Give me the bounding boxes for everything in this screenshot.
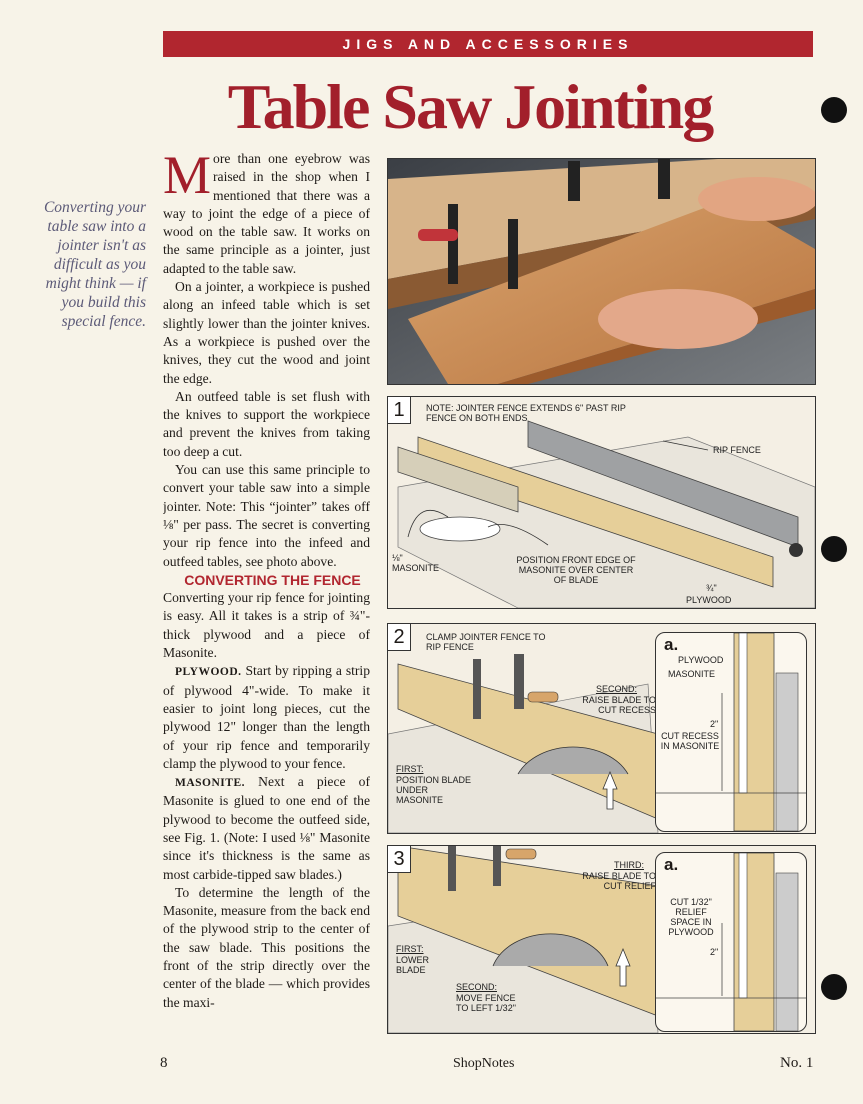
fig3-first-text: LOWER BLADE bbox=[396, 955, 430, 975]
paragraph-masonite: MASONITE. Next a piece of Masonite is gl… bbox=[163, 773, 370, 884]
paragraph: Converting your rip fence for jointing i… bbox=[163, 590, 370, 661]
intro-text: ore than one eyebrow was raised in the s… bbox=[163, 151, 370, 276]
paragraph: To determine the length of the Masonite,… bbox=[163, 884, 370, 1010]
lead-in: MASONITE. bbox=[175, 777, 245, 790]
page-title: Table Saw Jointing bbox=[227, 71, 714, 142]
fig3-second-text: MOVE FENCE TO LEFT 1/32" bbox=[456, 993, 516, 1013]
inset-masonite: MASONITE bbox=[668, 669, 716, 679]
sidebar-pull-quote: Converting your table saw into a jointer… bbox=[43, 199, 146, 330]
fig3-second: SECOND: bbox=[456, 982, 498, 992]
photo-illustration bbox=[388, 159, 815, 384]
lead-in: PLYWOOD. bbox=[175, 666, 242, 679]
page-number: 8 bbox=[160, 1055, 168, 1071]
fig1-note: NOTE: JOINTER FENCE EXTENDS 6" PAST RIP … bbox=[426, 403, 626, 423]
inset-letter: a. bbox=[664, 635, 679, 654]
fig2-first: FIRST: bbox=[396, 764, 424, 774]
photo-jointing bbox=[387, 158, 816, 385]
fig2-second-text: RAISE BLADE TO CUT RECESS bbox=[582, 695, 656, 715]
fig2-second: SECOND: bbox=[596, 684, 638, 694]
paragraph-text: Start by ripping a strip of plywood 4"-w… bbox=[163, 663, 370, 771]
inset-dim: 2" bbox=[710, 719, 719, 729]
inset-cut: CUT RECESS IN MASONITE bbox=[660, 731, 720, 751]
fig2-inset-drawing bbox=[656, 633, 806, 831]
inset-letter: a. bbox=[664, 855, 679, 874]
figure-2: 2 CLAMP JOINTER FENCE TO RIP FENCE SECON… bbox=[387, 623, 816, 834]
binder-hole-top bbox=[821, 97, 847, 123]
fig2-first-text: POSITION BLADE UNDER MASONITE bbox=[396, 775, 472, 805]
fig1-masonite-thickness: ⅛" bbox=[392, 553, 403, 563]
paragraph: You can use this same principle to conve… bbox=[163, 462, 370, 569]
figure-2-drawing bbox=[388, 654, 659, 833]
inset-dim: 2" bbox=[710, 947, 719, 957]
paragraph: On a jointer, a workpiece is pushed alon… bbox=[163, 279, 370, 386]
paragraph-plywood: PLYWOOD. Start by ripping a strip of ply… bbox=[163, 662, 370, 773]
figure-number: 1 bbox=[388, 397, 411, 424]
binder-hole-bottom bbox=[821, 974, 847, 1000]
figure-number: 3 bbox=[388, 846, 411, 873]
section-subhead: CONVERTING THE FENCE bbox=[184, 571, 361, 588]
fig3-inset-a: a. CUT 1/32" RELIEF SPACE IN PLYWOOD 2" bbox=[655, 852, 807, 1032]
fig3-first: FIRST: bbox=[396, 944, 424, 954]
paragraph-text: Next a piece of Masonite is glued to one… bbox=[163, 774, 370, 882]
fig3-inset-drawing bbox=[656, 853, 806, 1031]
figure-number: 2 bbox=[388, 624, 411, 651]
figure-3-drawing bbox=[388, 846, 659, 1033]
fig3-third: THIRD: bbox=[614, 860, 644, 870]
inset-cut: CUT 1/32" RELIEF SPACE IN PLYWOOD bbox=[668, 897, 714, 937]
figure-1-drawing bbox=[397, 420, 815, 608]
section-banner: JIGS AND ACCESSORIES bbox=[163, 31, 813, 57]
fig1-plywood: PLYWOOD bbox=[686, 595, 732, 605]
drop-cap: M bbox=[163, 150, 212, 205]
figure-1: 1 NOTE: JOINTER FENCE EXTENDS 6" PAST RI… bbox=[387, 396, 816, 609]
issue-number: No. 1 bbox=[780, 1055, 814, 1071]
fig3-third-text: RAISE BLADE TO CUT RELIEF bbox=[582, 871, 656, 891]
fig1-masonite: MASONITE bbox=[392, 563, 440, 573]
magazine-name: ShopNotes bbox=[453, 1056, 515, 1071]
fig2-clamp: CLAMP JOINTER FENCE TO RIP FENCE bbox=[426, 632, 546, 652]
fig1-position: POSITION FRONT EDGE OF MASONITE OVER CEN… bbox=[516, 555, 636, 585]
fig1-ply-thickness: ¾" bbox=[706, 583, 717, 593]
fig2-inset-a: a. PLYWOOD MASONITE CUT RECESS IN MASONI… bbox=[655, 632, 807, 832]
fig1-rip-fence: RIP FENCE bbox=[713, 445, 761, 455]
binder-hole-middle bbox=[821, 536, 847, 562]
inset-plywood: PLYWOOD bbox=[678, 655, 724, 665]
figure-3: 3 THIRD: RAISE BLADE TO CUT RELIEF FIRST… bbox=[387, 845, 816, 1034]
paragraph: An outfeed table is set flush with the k… bbox=[163, 388, 370, 459]
